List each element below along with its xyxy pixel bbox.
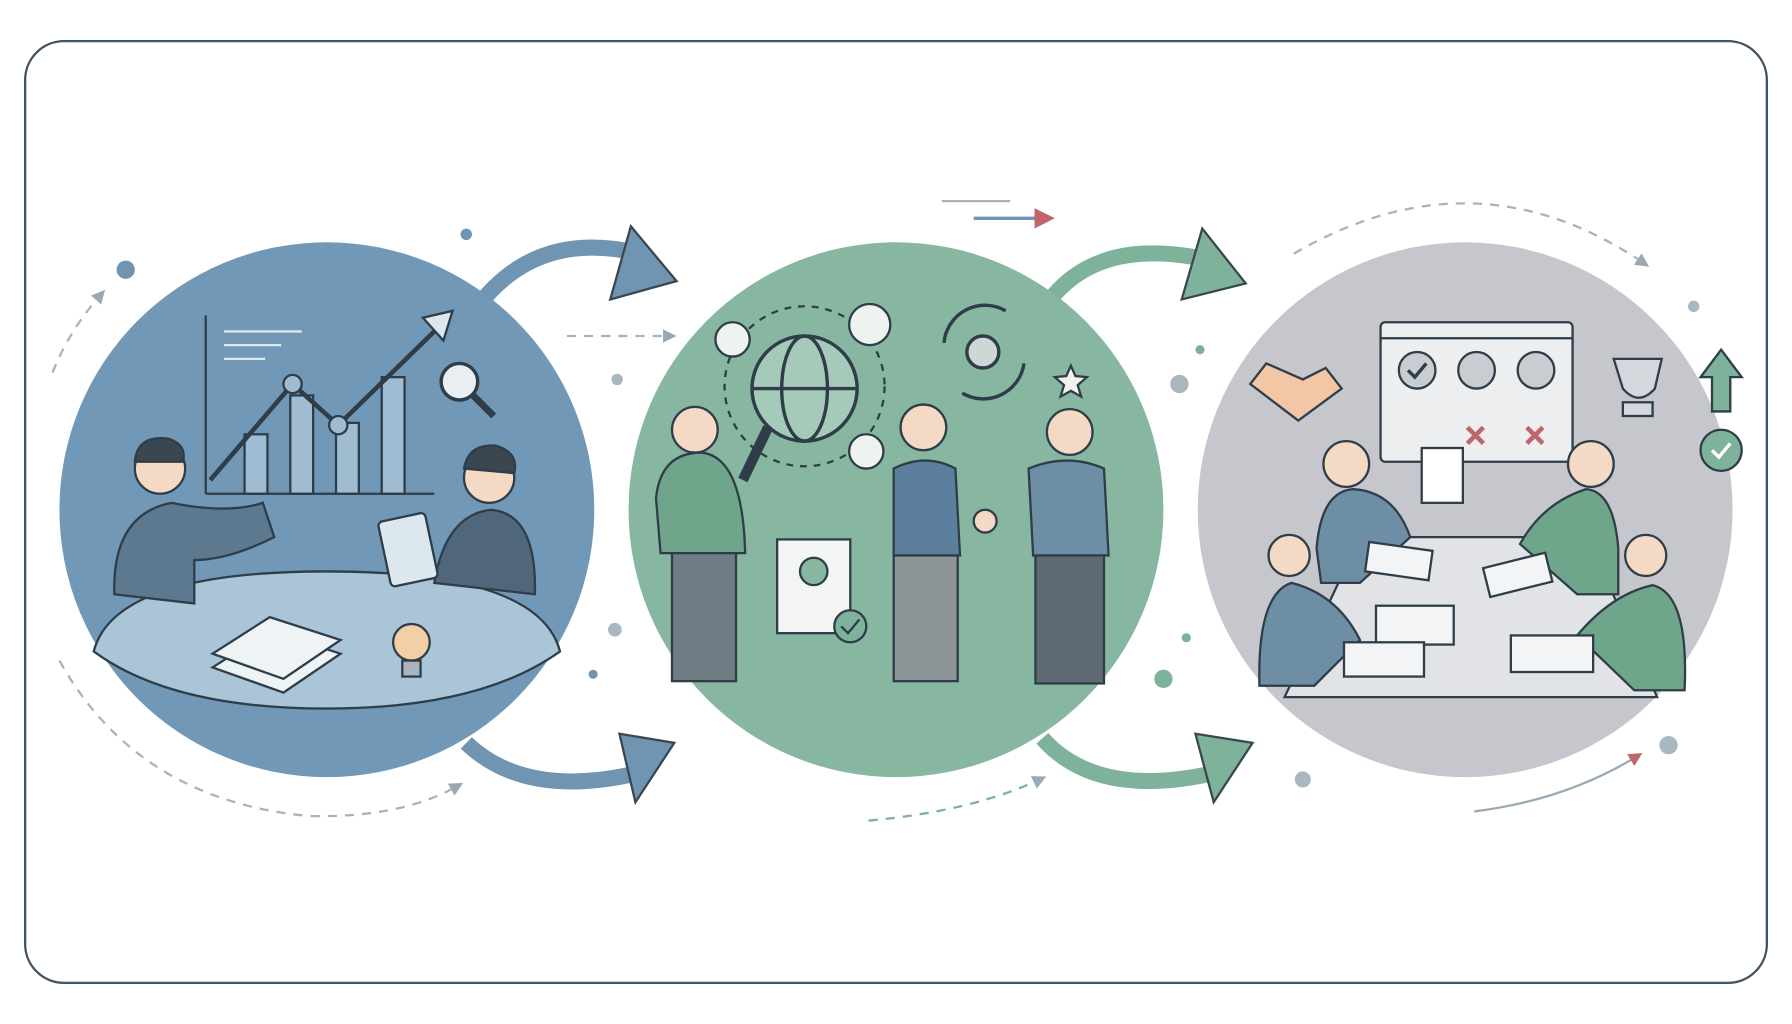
candidate-board-icon: [1379, 321, 1574, 463]
check-circle-icon: [1699, 428, 1743, 472]
dashed-flow-lines: [51, 200, 1650, 822]
handshake-icon: [1248, 362, 1344, 422]
arrow-icon: [471, 239, 642, 312]
documents-icon: [209, 615, 344, 694]
gear-cycle-icon: [942, 303, 1026, 401]
person-searcher: [654, 405, 747, 683]
person-handshake-left: [892, 403, 962, 683]
arrow-icon: [1040, 245, 1214, 309]
documents-icon: [1342, 446, 1595, 678]
flow-arrows: [460, 223, 1255, 806]
trophy-icon: [1612, 357, 1664, 418]
up-arrow-icon: [1698, 347, 1744, 413]
star-icon: [1052, 362, 1090, 399]
user-profile-icon: [714, 302, 892, 470]
arrow-icon: [460, 736, 642, 790]
stage-evaluation: [1197, 242, 1744, 778]
stage-planning: [59, 242, 595, 778]
lightbulb-icon: [391, 622, 431, 678]
stage-hiring: [628, 242, 1164, 778]
team-members: [1258, 440, 1687, 692]
decorative-dots: [116, 228, 1700, 788]
resume-check-icon: [776, 538, 868, 644]
growth-chart-icon: [204, 309, 455, 495]
tablet-icon: [377, 512, 439, 588]
person-right: [377, 444, 537, 596]
globe-search-icon: [723, 305, 886, 483]
magnifier-icon: [439, 361, 497, 419]
person-left: [113, 437, 276, 605]
arrow-icon: [1036, 732, 1218, 789]
person-handshake-right: [972, 408, 1110, 685]
